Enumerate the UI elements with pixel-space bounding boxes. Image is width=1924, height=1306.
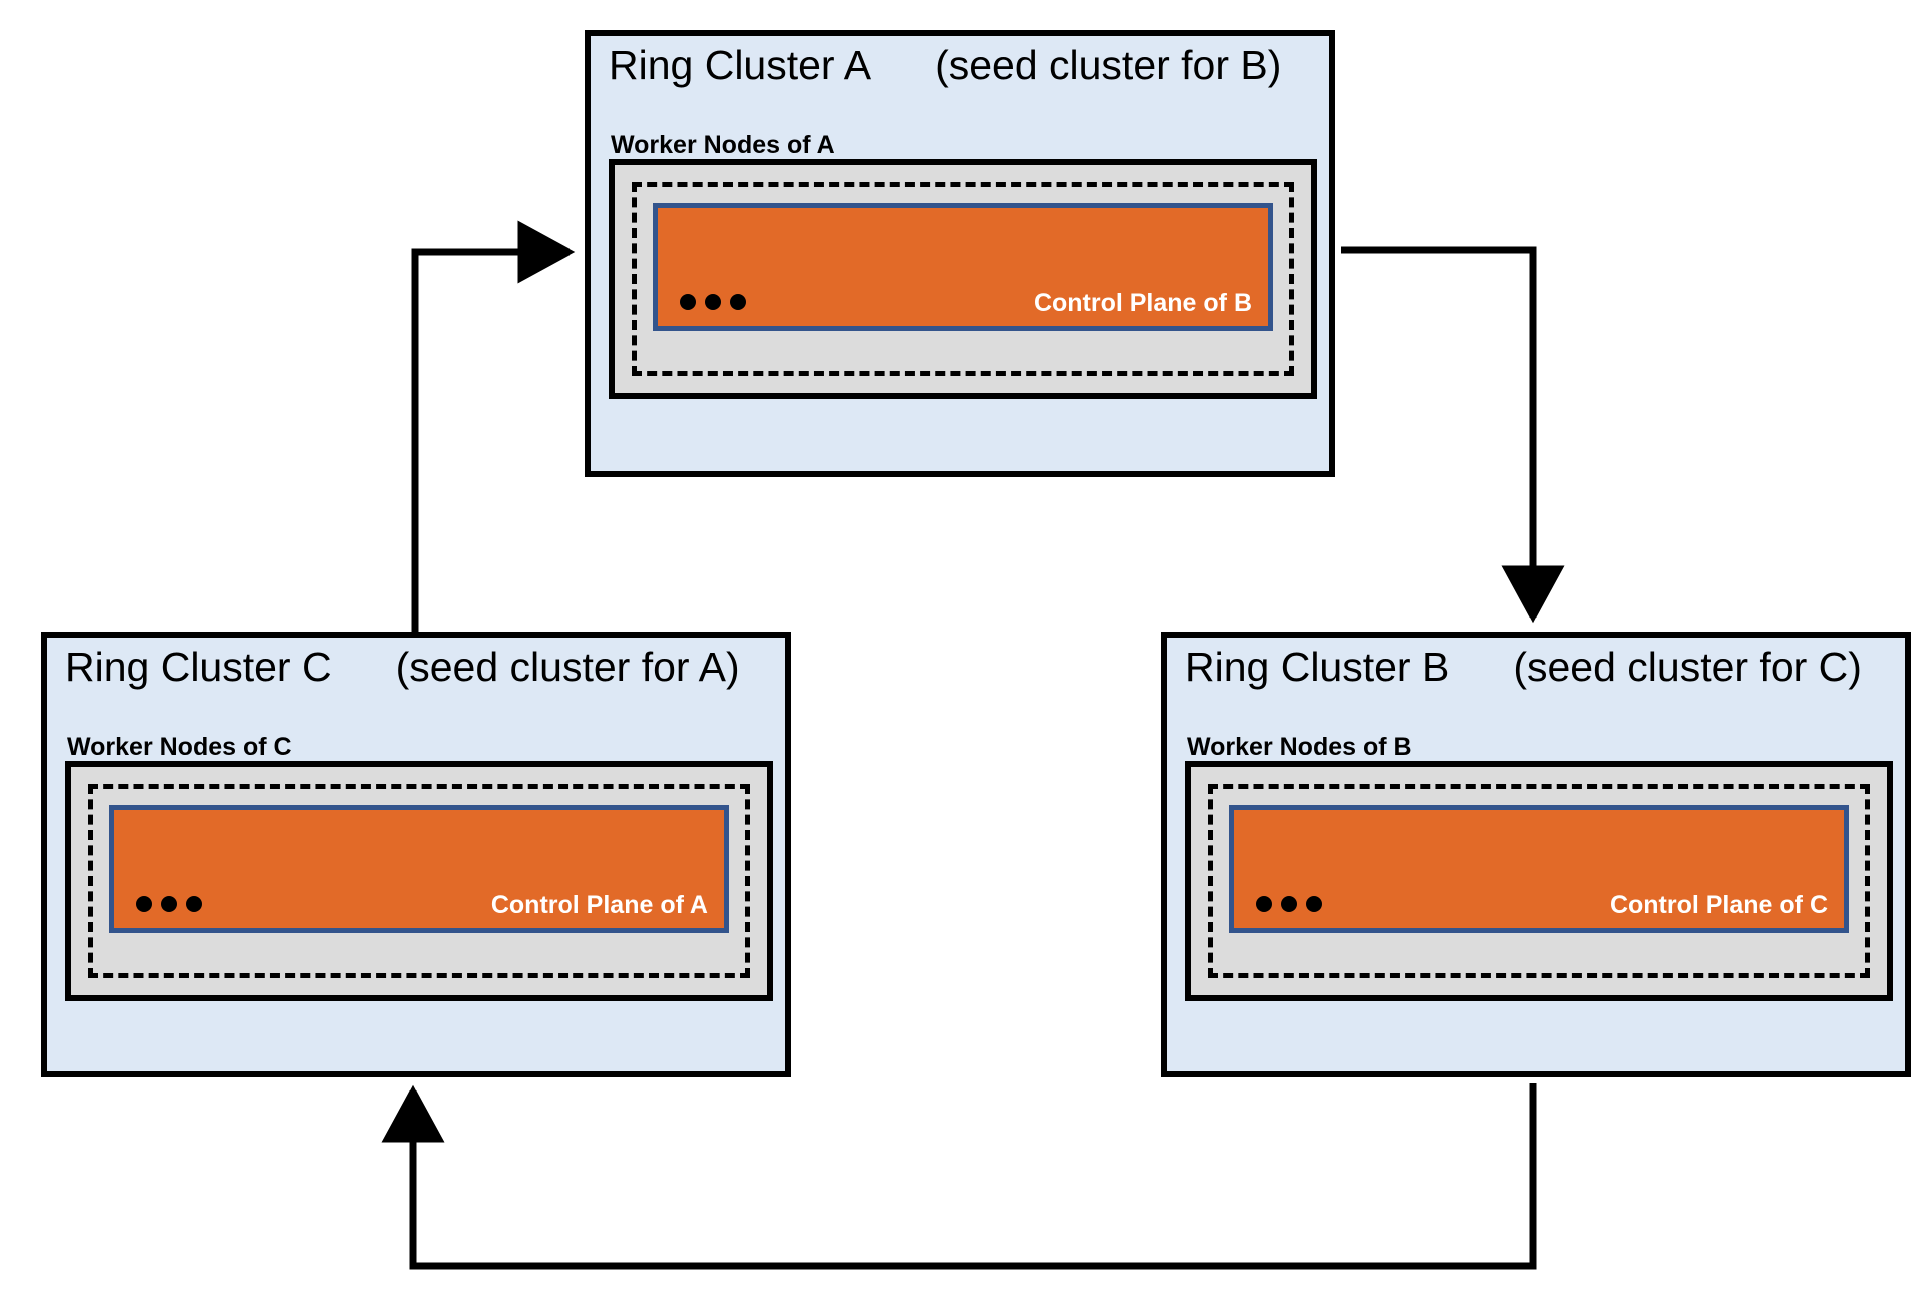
cluster-c-ellipsis-dots [136, 896, 202, 912]
cluster-b-title: Ring Cluster B (seed cluster for C) [1185, 644, 1895, 690]
cluster-a-worker-label: Worker Nodes of A [611, 131, 835, 159]
cluster-a-control-plane[interactable]: Control Plane of B [653, 203, 1273, 331]
cluster-c-worker-label: Worker Nodes of C [67, 733, 292, 761]
cluster-b[interactable]: Ring Cluster B (seed cluster for C) Worke… [1161, 632, 1911, 1077]
cluster-a[interactable]: Ring Cluster A (seed cluster for B) Worke… [585, 30, 1335, 477]
cluster-b-dashed-boundary [1208, 784, 1870, 978]
cluster-b-title-main: Ring Cluster B [1185, 644, 1450, 690]
arrow-c-to-a [411, 220, 576, 632]
cluster-c-dashed-boundary [88, 784, 750, 978]
cluster-b-title-seed: (seed cluster for C) [1513, 644, 1862, 690]
arrow-b-to-c [381, 1083, 1537, 1270]
cluster-b-control-plane[interactable]: Control Plane of C [1229, 805, 1849, 933]
cluster-a-worker-box[interactable]: Control Plane of B [609, 159, 1317, 399]
cluster-c-control-plane[interactable]: Control Plane of A [109, 805, 729, 933]
cluster-a-title-main: Ring Cluster A [609, 42, 872, 88]
cluster-b-ellipsis-dots [1256, 896, 1322, 912]
cluster-a-title: Ring Cluster A (seed cluster for B) [609, 42, 1319, 88]
cluster-b-worker-label: Worker Nodes of B [1187, 733, 1412, 761]
cluster-a-ellipsis-dots [680, 294, 746, 310]
cluster-b-control-plane-label: Control Plane of C [1609, 891, 1828, 919]
cluster-c-title: Ring Cluster C (seed cluster for A) [65, 644, 775, 690]
cluster-c-title-seed: (seed cluster for A) [395, 644, 740, 690]
cluster-a-title-seed: (seed cluster for B) [935, 42, 1282, 88]
cluster-a-control-plane-label: Control Plane of B [1033, 289, 1252, 317]
cluster-c-worker-box[interactable]: Control Plane of A [65, 761, 773, 1001]
cluster-c[interactable]: Ring Cluster C (seed cluster for A) Worke… [41, 632, 791, 1077]
cluster-c-title-main: Ring Cluster C [65, 644, 332, 690]
arrow-a-to-b [1341, 246, 1565, 624]
cluster-b-worker-box[interactable]: Control Plane of C [1185, 761, 1893, 1001]
cluster-a-dashed-boundary [632, 182, 1294, 376]
cluster-c-control-plane-label: Control Plane of A [490, 891, 708, 919]
